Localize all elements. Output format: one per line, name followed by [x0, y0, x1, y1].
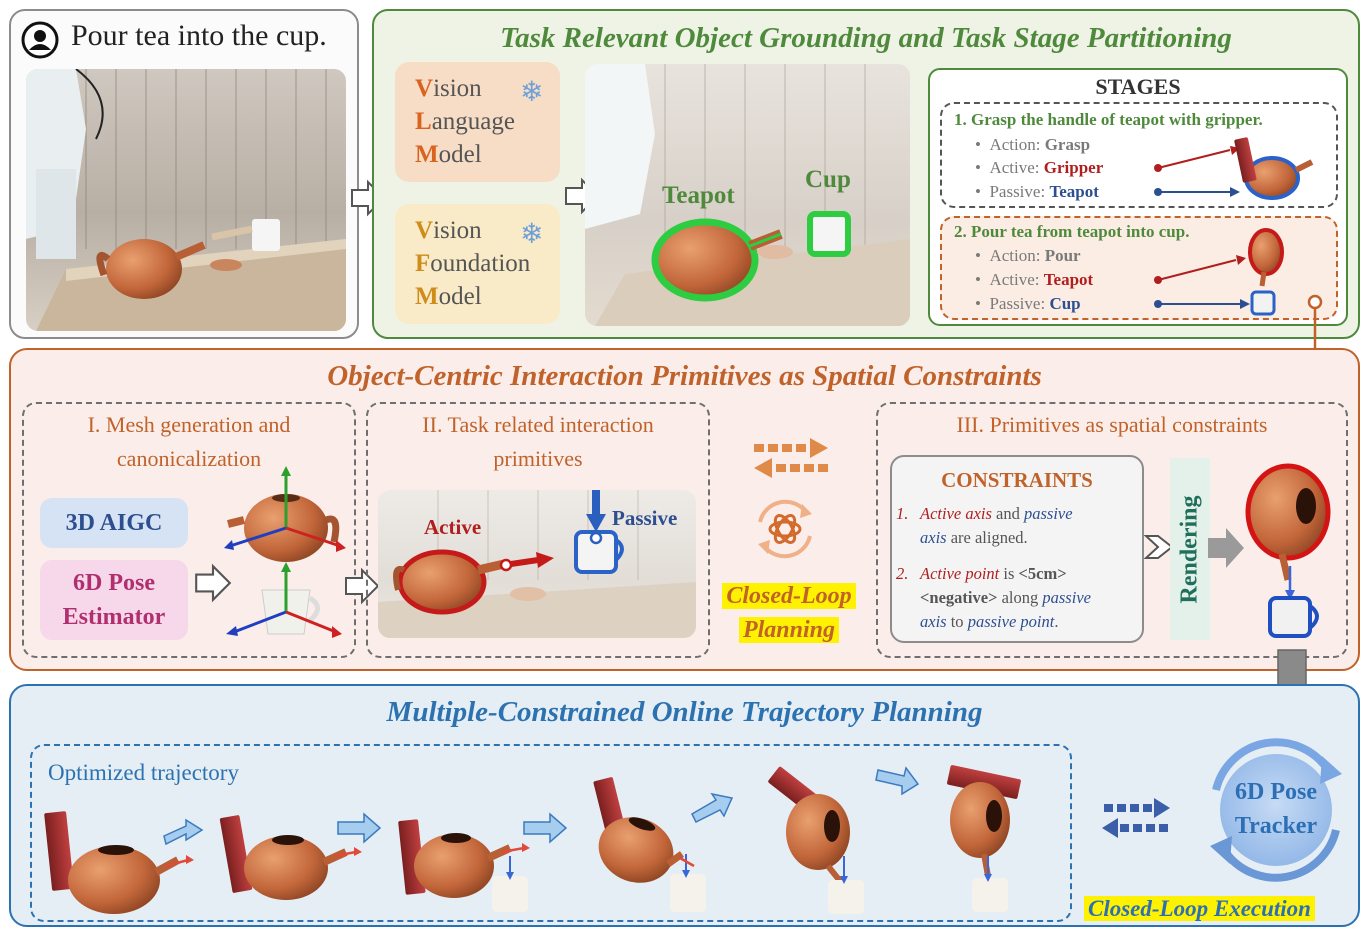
rendering-label: Rendering	[1176, 495, 1203, 603]
stages-title: STAGES	[1095, 74, 1181, 99]
task-caption-2: primitives	[493, 446, 583, 471]
llm-loop-icon	[758, 499, 812, 559]
pose-line-1: 6D Pose	[73, 570, 155, 596]
stage-1-active: • Active: Gripper	[975, 158, 1104, 177]
constraint-1: 1.Active axis and passive axis are align…	[896, 504, 1073, 547]
active-label: Active	[424, 515, 482, 539]
mesh-generation-box	[22, 402, 356, 658]
spatial-constraints-box	[876, 402, 1348, 658]
trajectory-title: Multiple-Constrained Online Trajectory P…	[386, 696, 983, 728]
stage-1-heading: 1. Grasp the handle of teapot with gripp…	[954, 110, 1263, 129]
trajectory-frames	[44, 765, 1021, 914]
stage-2-active: • Active: Teapot	[975, 270, 1094, 289]
stage-1-action: • Action: Grasp	[975, 135, 1091, 154]
stage-2-links	[1154, 228, 1284, 316]
user-icon	[21, 21, 59, 59]
6d-pose-estimator-block: 6D Pose Estimator	[40, 560, 188, 640]
teapot-label: Teapot	[662, 182, 735, 209]
task-caption-1: II. Task related interaction	[422, 412, 654, 437]
mesh-caption-2: canonicalization	[116, 446, 262, 471]
stage-1-passive: • Passive: Teapot	[975, 182, 1099, 201]
3d-aigc-block: 3D AIGC	[40, 498, 188, 548]
grounding-title: Task Relevant Object Grounding and Task …	[500, 22, 1232, 54]
gray-arrow-icon	[1208, 528, 1244, 568]
rendered-objects	[1245, 463, 1331, 638]
stage-2-action: • Action: Pour	[975, 246, 1081, 265]
canonical-meshes	[224, 466, 346, 638]
stage-2-heading: 2. Pour tea from teapot into cup.	[954, 222, 1190, 241]
mesh-caption-1: I. Mesh generation and	[87, 412, 291, 437]
scene-photo	[26, 69, 346, 331]
task-primitives-box	[366, 402, 710, 658]
constraints-title: CONSTRAINTS	[941, 468, 1093, 492]
stage-1-links	[1154, 137, 1314, 200]
vision-language-model: Vision Language Model	[395, 62, 560, 182]
instruction-panel: Pour tea into the cup.	[9, 9, 359, 339]
optimized-trajectory-label: Optimized trajectory	[48, 760, 239, 785]
tracker-label: 6D Pose Tracker	[1234, 779, 1318, 839]
arrow-icon	[1144, 535, 1174, 559]
constraints-card	[890, 455, 1144, 643]
vision-foundation-model: Vision Foundation Model	[395, 204, 560, 324]
optimized-trajectory-box	[30, 744, 1072, 922]
passive-label: Passive	[612, 506, 678, 530]
snowflake-icon: ❄	[520, 219, 544, 250]
cup-label: Cup	[805, 166, 851, 193]
pose-line-2: Estimator	[62, 604, 166, 630]
instruction-text: Pour tea into the cup.	[71, 19, 327, 52]
tracker-loop-icon	[1210, 738, 1342, 882]
stage-2-passive: • Passive: Cup	[975, 294, 1081, 313]
arrow-icon	[195, 563, 232, 603]
snowflake-icon: ❄	[520, 77, 544, 108]
prim-caption: III. Primitives as spatial constraints	[956, 412, 1268, 437]
stage-1-box	[940, 102, 1338, 208]
primitives-title: Object-Centric Interaction Primitives as…	[327, 360, 1042, 392]
closed-loop-execution-label: Closed-Loop Execution	[1084, 893, 1315, 925]
primitives-photo	[378, 490, 696, 638]
constraint-2: 2.Active point is <5cm> <negative> along…	[896, 564, 1091, 631]
dashed-arrows-icon	[754, 438, 828, 478]
arrow-icon	[345, 567, 380, 605]
closed-loop-planning-label: Closed-Loop Planning	[716, 580, 862, 646]
grounded-scene-photo	[585, 64, 910, 326]
rendering-block: Rendering	[1170, 458, 1210, 640]
dashed-arrows-icon	[1102, 798, 1170, 838]
